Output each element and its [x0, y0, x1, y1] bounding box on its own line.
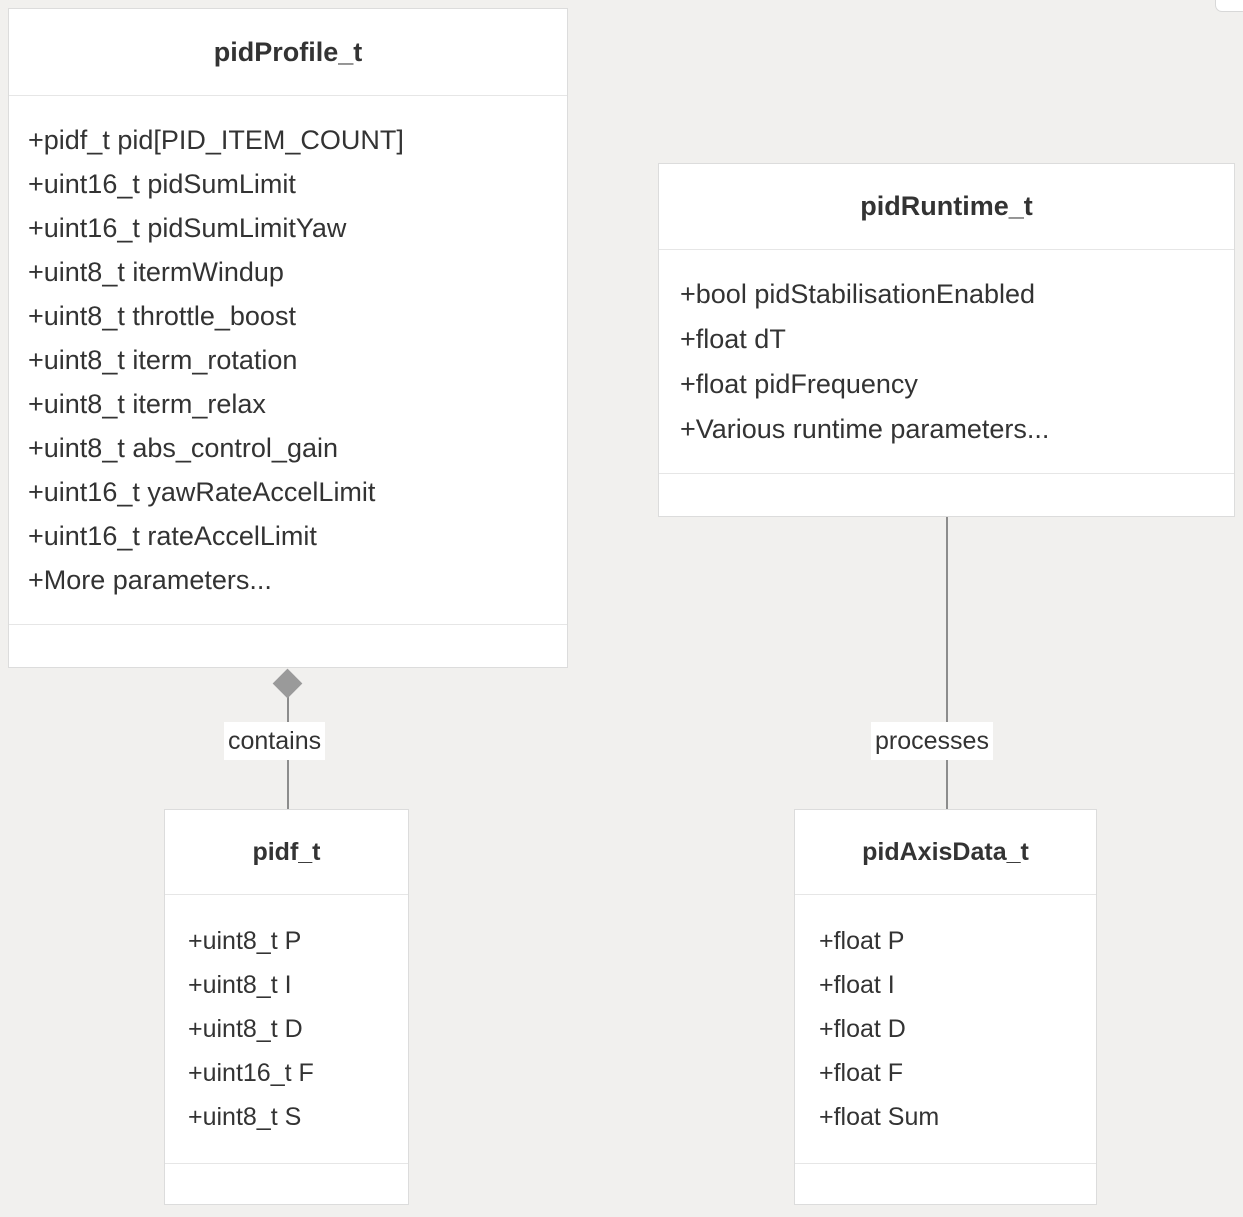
class-methods-pidf-t: [165, 1164, 408, 1204]
uml-class-pidaxisdata-t[interactable]: pidAxisData_t +float P +float I +float D…: [794, 809, 1097, 1205]
attribute-row: +float dT: [680, 323, 786, 354]
attribute-row: +uint16_t rateAccelLimit: [28, 521, 317, 551]
attribute-row: +float P: [819, 927, 905, 955]
class-title-pidprofile-t: pidProfile_t: [9, 9, 567, 96]
attribute-row: +uint16_t yawRateAccelLimit: [28, 477, 376, 507]
attribute-row: +uint8_t throttle_boost: [28, 301, 296, 331]
attribute-row: +uint8_t P: [188, 927, 302, 955]
attribute-row: +float F: [819, 1059, 904, 1087]
class-title-pidruntime-t: pidRuntime_t: [659, 164, 1234, 250]
attribute-row: +uint16_t pidSumLimitYaw: [28, 213, 347, 243]
attribute-row: +uint8_t iterm_rotation: [28, 345, 298, 375]
class-title-pidaxisdata-t: pidAxisData_t: [795, 810, 1096, 895]
class-attributes-pidaxisdata-t: +float P +float I +float D +float F +flo…: [795, 895, 1096, 1164]
attribute-row: +float Sum: [819, 1103, 940, 1131]
relationship-label-processes: processes: [871, 722, 993, 760]
class-title-pidf-t: pidf_t: [165, 810, 408, 895]
uml-class-pidf-t[interactable]: pidf_t +uint8_t P +uint8_t I +uint8_t D …: [164, 809, 409, 1205]
uml-class-pidprofile-t[interactable]: pidProfile_t +pidf_t pid[PID_ITEM_COUNT]…: [8, 8, 568, 668]
attribute-row: +uint8_t iterm_relax: [28, 389, 266, 419]
class-attributes-pidruntime-t: +bool pidStabilisationEnabled +float dT …: [659, 250, 1234, 474]
class-attributes-pidprofile-t: +pidf_t pid[PID_ITEM_COUNT] +uint16_t pi…: [9, 96, 567, 625]
rounded-square-button-icon[interactable]: [1215, 0, 1243, 12]
attribute-row: +float I: [819, 971, 895, 999]
attribute-row: +bool pidStabilisationEnabled: [680, 278, 1036, 309]
attribute-row: +float pidFrequency: [680, 368, 918, 399]
attribute-row: +uint16_t pidSumLimit: [28, 169, 296, 199]
composition-diamond-icon: [272, 668, 303, 699]
class-methods-pidaxisdata-t: [795, 1164, 1096, 1204]
class-attributes-pidf-t: +uint8_t P +uint8_t I +uint8_t D +uint16…: [165, 895, 408, 1164]
attribute-row: +uint8_t itermWindup: [28, 257, 284, 287]
attribute-row: +pidf_t pid[PID_ITEM_COUNT]: [28, 125, 404, 155]
attribute-row: +More parameters...: [28, 565, 272, 595]
relationship-label-contains: contains: [224, 722, 326, 760]
attribute-row: +uint8_t D: [188, 1015, 303, 1043]
attribute-row: +uint8_t I: [188, 971, 292, 999]
attribute-row: +float D: [819, 1015, 906, 1043]
attribute-row: +uint16_t F: [188, 1059, 314, 1087]
class-methods-pidruntime-t: [659, 474, 1234, 516]
class-methods-pidprofile-t: [9, 625, 567, 667]
uml-class-pidruntime-t[interactable]: pidRuntime_t +bool pidStabilisationEnabl…: [658, 163, 1235, 517]
attribute-row: +uint8_t abs_control_gain: [28, 433, 338, 463]
attribute-row: +Various runtime parameters...: [680, 413, 1050, 444]
attribute-row: +uint8_t S: [188, 1103, 302, 1131]
relationship-line-processes: [946, 517, 948, 809]
